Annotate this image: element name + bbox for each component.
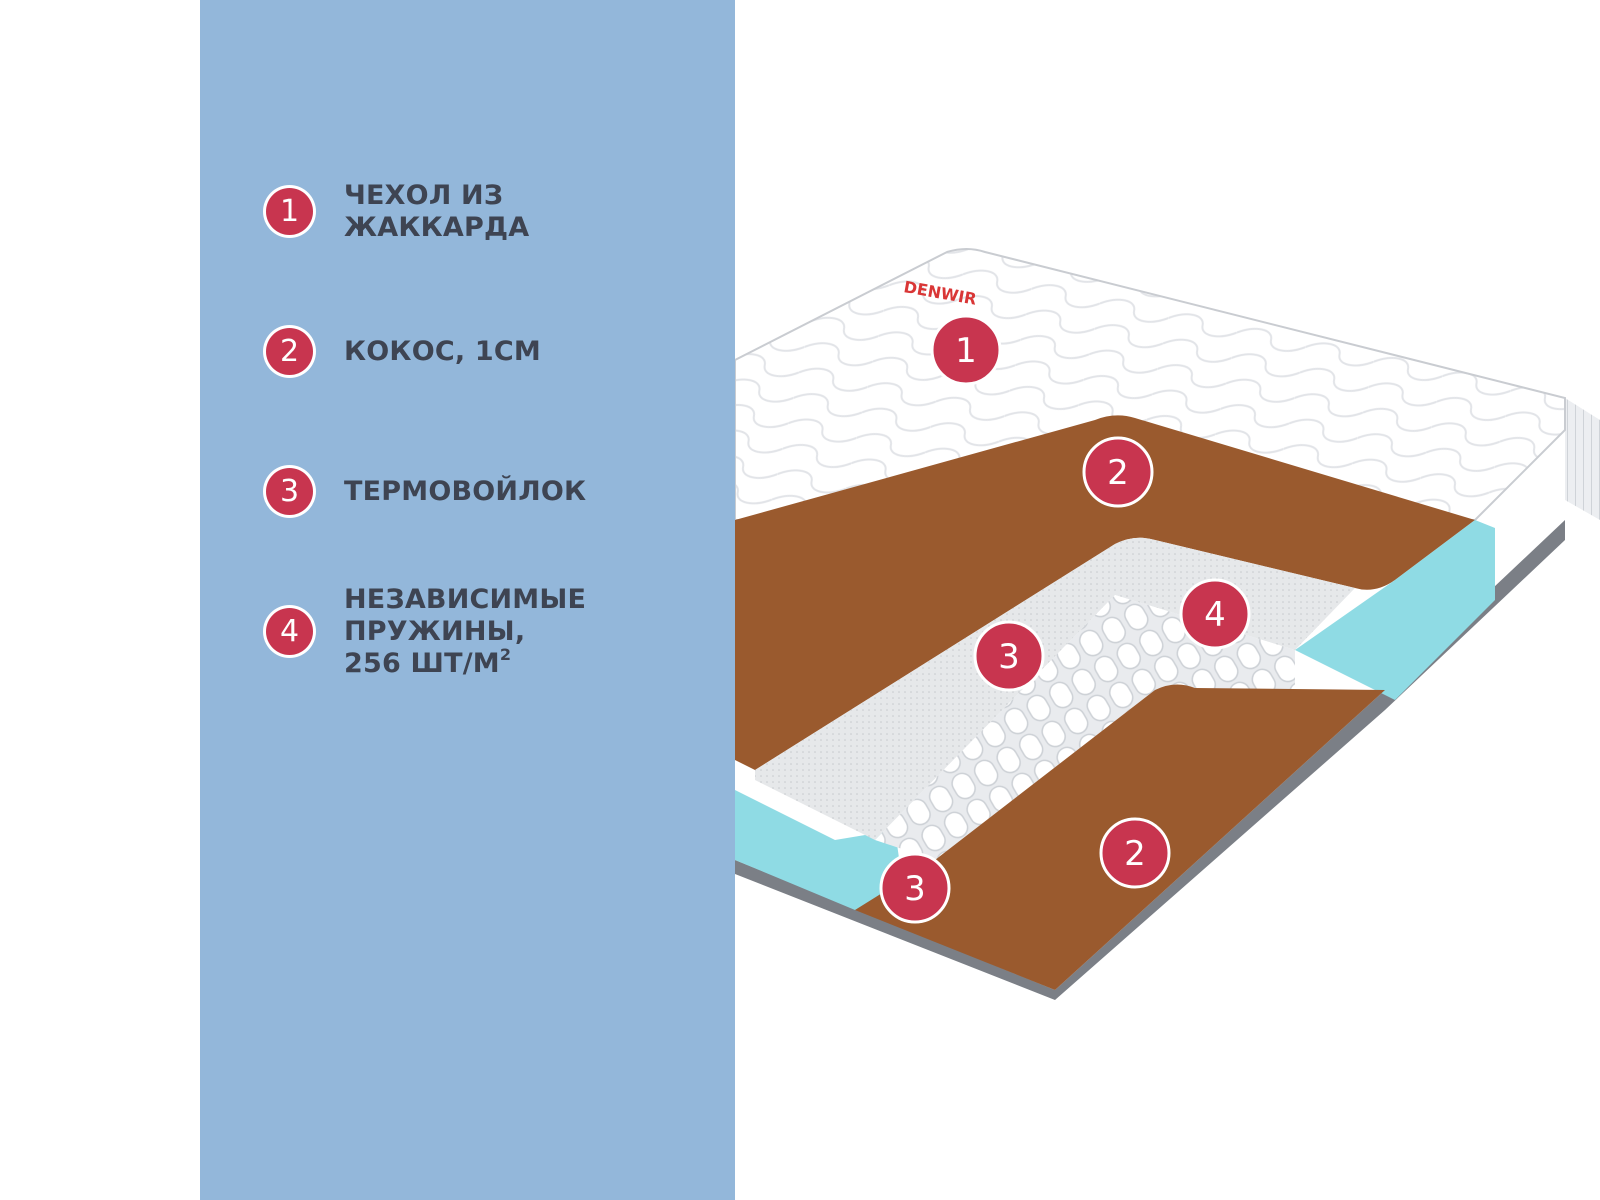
legend-line: 256 ШТ/М2 xyxy=(344,644,624,680)
foam-edge-right xyxy=(1295,520,1495,700)
legend-line: КОКОС, 1СМ xyxy=(344,335,541,367)
marker-label: 2 xyxy=(1107,453,1129,493)
marker-felt-bottom: 3 xyxy=(879,852,951,924)
marker-coir-top: 2 xyxy=(1082,436,1154,508)
legend-badge-3: 3 xyxy=(266,468,313,515)
legend-line-text: 256 ШТ/М xyxy=(344,647,500,679)
mattress-bottom-edge xyxy=(735,520,1565,1000)
legend-item-4: 4 НЕЗАВИСИМЫЕ ПРУЖИНЫ, 256 ШТ/М2 xyxy=(266,584,586,679)
marker-label: 3 xyxy=(904,869,926,909)
legend-badge-2: 2 xyxy=(266,328,313,375)
quilted-cover xyxy=(735,248,1566,521)
coir-layer-top xyxy=(735,415,1475,770)
legend-panel: 1 ЧЕХОЛ ИЗ ЖАККАРДА 2 КОКОС, 1СМ 3 ТЕРМО… xyxy=(200,0,735,1200)
legend-text-1: ЧЕХОЛ ИЗ ЖАККАРДА xyxy=(344,180,624,244)
superscript: 2 xyxy=(499,644,512,664)
mattress-illustration: DENWIR 1 2 4 3 2 3 xyxy=(735,248,1600,1000)
marker-felt-top: 3 xyxy=(973,620,1045,692)
marker-label: 2 xyxy=(1124,834,1146,874)
legend-item-1: 1 ЧЕХОЛ ИЗ ЖАККАРДА xyxy=(266,180,529,243)
legend-item-3: 3 ТЕРМОВОЙЛОК xyxy=(266,468,586,515)
marker-label: 1 xyxy=(955,331,977,371)
legend-badge-1: 1 xyxy=(266,188,313,235)
legend-text-2: КОКОС, 1СМ xyxy=(344,336,624,368)
legend-line: ЖАККАРДА xyxy=(344,211,530,243)
marker-coir-bottom: 2 xyxy=(1099,817,1171,889)
marker-cover: 1 xyxy=(930,314,1002,386)
legend-item-2: 2 КОКОС, 1СМ xyxy=(266,328,541,375)
legend-line: ЧЕХОЛ ИЗ xyxy=(344,179,504,211)
marker-springs: 4 xyxy=(1179,578,1251,650)
legend-line: ТЕРМОВОЙЛОК xyxy=(344,475,587,507)
mattress-side xyxy=(1565,398,1600,520)
marker-label: 3 xyxy=(998,637,1020,677)
spring-core xyxy=(875,595,1295,860)
legend-line: ПРУЖИНЫ, xyxy=(344,615,526,647)
legend-text-3: ТЕРМОВОЙЛОК xyxy=(344,476,624,508)
legend-line: НЕЗАВИСИМЫЕ xyxy=(344,583,587,615)
legend-text-4: НЕЗАВИСИМЫЕ ПРУЖИНЫ, 256 ШТ/М2 xyxy=(344,584,624,680)
marker-label: 4 xyxy=(1204,595,1226,635)
foam-edge-left xyxy=(735,790,905,910)
legend-badge-4: 4 xyxy=(266,608,313,655)
